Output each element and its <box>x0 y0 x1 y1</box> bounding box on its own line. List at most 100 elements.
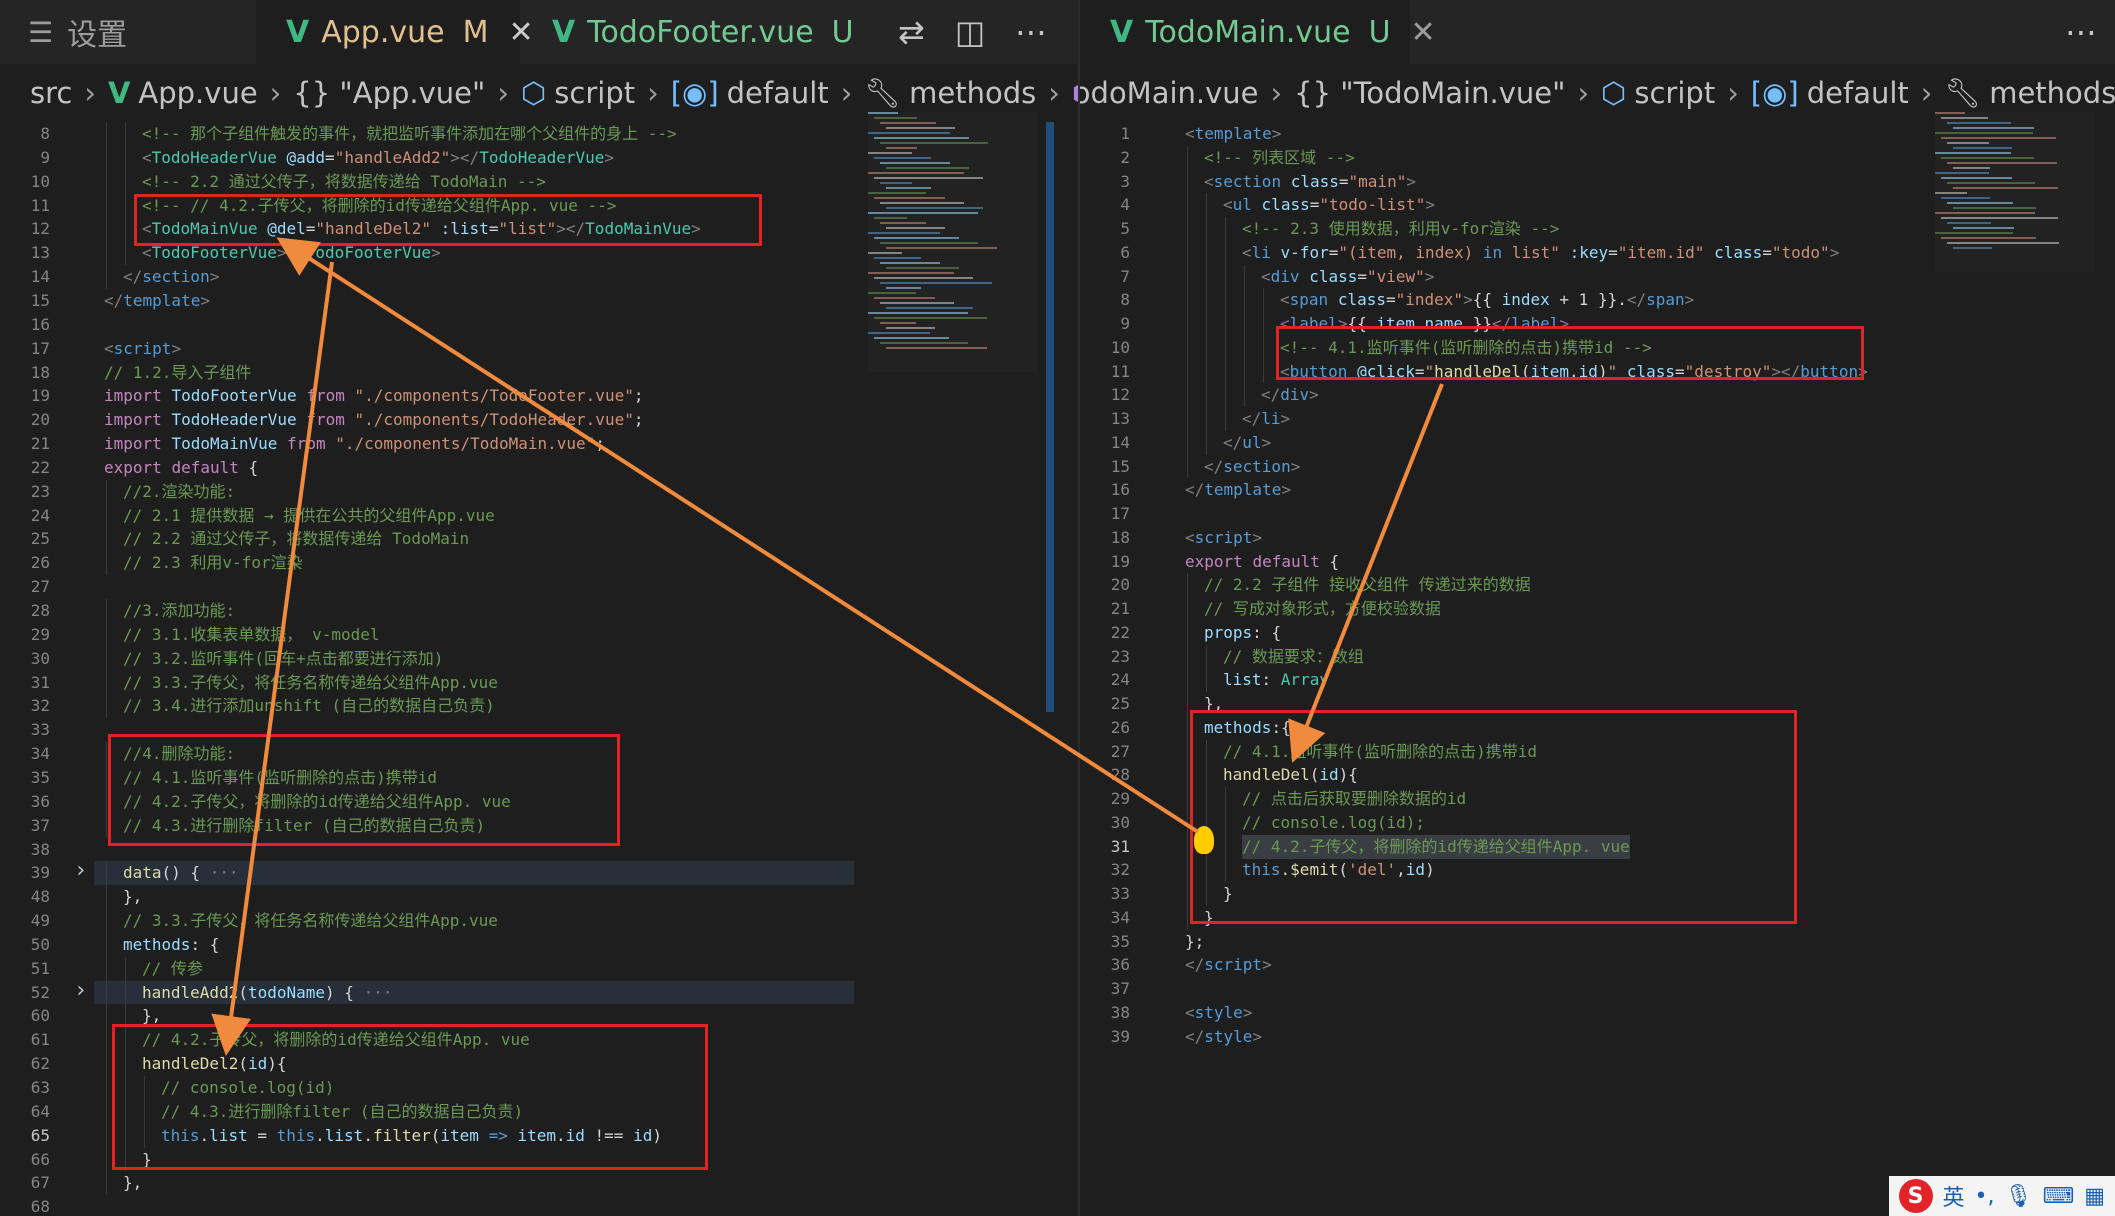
ime-toolbar[interactable]: S 英 •, 🎙︎ ⌨︎ ▦ <box>1888 1176 2115 1216</box>
code-line[interactable]: 27 <box>0 575 860 599</box>
code-line[interactable]: 16 <box>0 313 860 337</box>
code-line[interactable]: 33 <box>0 718 860 742</box>
breadcrumb-item[interactable]: ⬡script <box>520 76 636 110</box>
breadcrumb-item[interactable]: {} "App.vue" <box>293 76 486 110</box>
breadcrumb-item[interactable]: {} "TodoMain.vue" <box>1294 76 1566 110</box>
chevron-right-icon[interactable]: › <box>74 858 88 884</box>
more-actions-icon[interactable]: ⋯ <box>1015 13 1048 51</box>
code-line[interactable]: 33} <box>1080 882 1980 906</box>
code-line[interactable]: 6<li v-for="(item, index) in list" :key=… <box>1080 241 1980 265</box>
code-line[interactable]: 26// 2.3 利用v-for渲染 <box>0 551 860 575</box>
code-line[interactable]: 15</section> <box>1080 455 1980 479</box>
code-line[interactable]: 8<span class="index">{{ index + 1 }}.</s… <box>1080 288 1980 312</box>
code-line[interactable]: 1<template> <box>1080 122 1980 146</box>
code-line[interactable]: 14</ul> <box>1080 431 1980 455</box>
code-line[interactable]: 49// 3.3.子传父，将任务名称传递给父组件App.vue <box>0 909 860 933</box>
code-line[interactable]: 7<div class="view"> <box>1080 265 1980 289</box>
breadcrumb-item[interactable]: ⬡script <box>1601 76 1716 110</box>
code-line[interactable]: 36</script> <box>1080 953 1980 977</box>
code-line[interactable]: 11<button @click="handleDel(item.id)" cl… <box>1080 360 1980 384</box>
code-line[interactable]: 34} <box>1080 906 1980 930</box>
code-line[interactable]: 12</div> <box>1080 383 1980 407</box>
breadcrumb-item[interactable]: 🔧︎methods <box>864 75 1037 111</box>
code-line[interactable]: 63// console.log(id) <box>0 1076 860 1100</box>
code-line[interactable]: 67}, <box>0 1171 860 1195</box>
scrollbar[interactable] <box>1046 122 1054 712</box>
code-line[interactable]: 18// 1.2.导入子组件 <box>0 361 860 385</box>
close-icon[interactable]: ✕ <box>508 14 534 50</box>
minimap[interactable] <box>868 112 1038 372</box>
code-line[interactable]: 28//3.添加功能: <box>0 599 860 623</box>
code-line[interactable]: 51// 传参 <box>0 957 860 981</box>
code-line[interactable]: 14</section> <box>0 265 860 289</box>
code-line[interactable]: 39›data() { ··· <box>0 858 860 885</box>
code-line[interactable]: 29// 3.1.收集表单数据， v-model <box>0 623 860 647</box>
toolbox-icon[interactable]: ▦ <box>2084 1183 2105 1209</box>
code-line[interactable]: 32// 3.4.进行添加unshift (自己的数据自己负责) <box>0 694 860 718</box>
code-line[interactable]: 15</template> <box>0 289 860 313</box>
more-actions-icon[interactable]: ⋯ <box>2065 13 2097 51</box>
code-line[interactable]: 24// 2.1 提供数据 → 提供在公共的父组件App.vue <box>0 504 860 528</box>
code-line[interactable]: 30// 3.2.监听事件(回车+点击都要进行添加) <box>0 647 860 671</box>
code-line[interactable]: 38<style> <box>1080 1001 1980 1025</box>
code-line[interactable]: 34//4.删除功能: <box>0 742 860 766</box>
code-line[interactable]: 20// 2.2 子组件 接收父组件 传递过来的数据 <box>1080 573 1980 597</box>
code-line[interactable]: 60}, <box>0 1004 860 1028</box>
code-line[interactable]: 52›handleAdd2(todoName) { ··· <box>0 977 860 1005</box>
code-line[interactable]: 21// 写成对象形式，方便校验数据 <box>1080 597 1980 621</box>
code-line[interactable]: 16</template> <box>1080 478 1980 502</box>
minimap[interactable] <box>1935 112 2095 272</box>
code-line[interactable]: 13</li> <box>1080 407 1980 431</box>
breadcrumb-item[interactable]: [◉]default <box>670 76 829 110</box>
breadcrumb-item[interactable]: [◉]default <box>1750 76 1909 110</box>
compare-changes-icon[interactable]: ⇄ <box>898 13 925 51</box>
lightbulb-icon[interactable] <box>1194 826 1214 854</box>
breadcrumb-item[interactable]: TodoMain.vue <box>1080 76 1259 110</box>
code-line[interactable]: 3<section class="main"> <box>1080 170 1980 194</box>
code-line[interactable]: 48}, <box>0 885 860 909</box>
code-line[interactable]: 18<script> <box>1080 526 1980 550</box>
code-line[interactable]: 64// 4.3.进行删除filter (自己的数据自己负责) <box>0 1100 860 1124</box>
ime-mode-label[interactable]: 英 <box>1942 1186 1965 1211</box>
code-line[interactable]: 5<!-- 2.3 使用数据，利用v-for渲染 --> <box>1080 217 1980 241</box>
chevron-right-icon[interactable]: › <box>74 977 88 1003</box>
code-line[interactable]: 9<TodoHeaderVue @add="handleAdd2"></Todo… <box>0 146 860 170</box>
code-line[interactable]: 17<script> <box>0 337 860 361</box>
code-line[interactable]: 31// 4.2.子传父，将删除的id传递给父组件App. vue <box>1080 834 1980 859</box>
code-line[interactable]: 66} <box>0 1148 860 1172</box>
code-line[interactable]: 38 <box>0 838 860 862</box>
breadcrumb-item[interactable]: src <box>30 76 73 110</box>
code-line[interactable]: 39</style> <box>1080 1025 1980 1049</box>
code-line[interactable]: 35}; <box>1080 930 1980 954</box>
code-line[interactable]: 23//2.渲染功能: <box>0 480 860 504</box>
tab-todofooter-vue[interactable]: V TodoFooter.vue U <box>522 0 872 64</box>
split-editor-icon[interactable]: ◫ <box>954 13 986 51</box>
code-line[interactable]: 2<!-- 列表区域 --> <box>1080 146 1980 170</box>
code-line[interactable]: 23// 数据要求：数组 <box>1080 645 1980 669</box>
code-line[interactable]: 37 <box>1080 977 1980 1001</box>
breadcrumb-item[interactable]: ⬢handleDel2 <box>1072 76 1078 110</box>
code-line[interactable]: 8<!-- 那个子组件触发的事件，就把监听事件添加在哪个父组件的身上 --> <box>0 122 860 146</box>
breadcrumb-item[interactable]: 🔧︎methods <box>1944 75 2115 111</box>
code-line[interactable]: 10<!-- 2.2 通过父传子，将数据传递给 TodoMain --> <box>0 170 860 194</box>
code-line[interactable]: 17 <box>1080 502 1980 526</box>
microphone-icon[interactable]: 🎙︎ <box>2004 1183 2033 1209</box>
code-line[interactable]: 12<TodoMainVue @del="handleDel2" :list="… <box>0 217 860 241</box>
punctuation-icon[interactable]: •, <box>1974 1183 1995 1209</box>
keyboard-icon[interactable]: ⌨︎ <box>2042 1183 2075 1209</box>
code-line[interactable]: 11<!-- // 4.2.子传父，将删除的id传递给父组件App. vue -… <box>0 194 860 218</box>
close-icon[interactable]: ✕ <box>1410 14 1436 50</box>
tab-settings[interactable]: ☰ 设置 <box>0 0 255 64</box>
